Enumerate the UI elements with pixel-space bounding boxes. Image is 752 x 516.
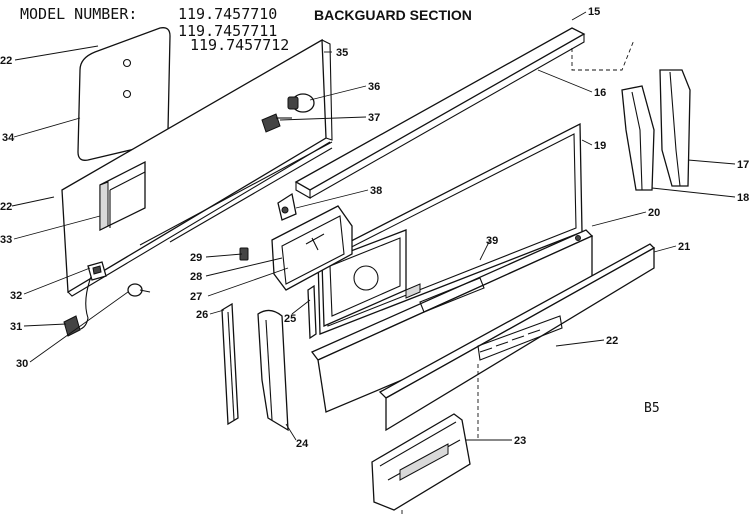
callout-15: 15 — [588, 6, 600, 18]
callout-37: 37 — [368, 112, 380, 124]
callout-22-right: 22 — [606, 335, 618, 347]
timer-module-part-28 — [271, 205, 353, 291]
callout-22-top: 22 — [0, 55, 12, 67]
leader-lines — [11, 11, 736, 441]
connector-part-30 — [127, 283, 151, 297]
callout-33: 33 — [0, 234, 12, 246]
end-strip-part-26 — [221, 302, 239, 426]
callout-38: 38 — [370, 185, 382, 197]
callout-26: 26 — [196, 309, 208, 321]
callout-29: 29 — [190, 252, 202, 264]
callout-22-left: 22 — [0, 201, 12, 213]
strip-part-25 — [307, 284, 317, 340]
switch-part-37 — [261, 113, 292, 133]
page-code: B5 — [644, 401, 660, 416]
trim-strip-part-21 — [378, 243, 656, 432]
callout-18: 18 — [737, 192, 749, 204]
callout-24: 24 — [296, 438, 309, 450]
callout-21: 21 — [678, 241, 690, 253]
callout-32: 32 — [10, 290, 22, 302]
model-number-2: 119.7457711 — [178, 22, 277, 40]
top-trim-part-16 — [294, 27, 586, 199]
lamp-socket-part-36 — [287, 93, 315, 113]
side-bracket-part-18 — [621, 85, 655, 191]
callout-27: 27 — [190, 291, 202, 303]
callout-19: 19 — [594, 140, 606, 152]
callout-25: 25 — [284, 313, 296, 325]
side-bracket-part-17 — [659, 69, 691, 187]
callout-36: 36 — [368, 81, 380, 93]
callout-31: 31 — [10, 321, 22, 333]
callout-28: 28 — [190, 271, 202, 283]
callout-34: 34 — [2, 132, 15, 144]
callout-39: 39 — [486, 235, 498, 247]
end-cap-part-24 — [257, 309, 289, 432]
power-cord-part-31 — [63, 273, 93, 337]
section-title: BACKGUARD SECTION — [314, 7, 472, 23]
callout-20: 20 — [648, 207, 660, 219]
callout-16: 16 — [594, 87, 606, 99]
handle-part-23 — [371, 413, 471, 511]
bracket-part-33 — [99, 160, 146, 232]
terminal-block-part-32 — [87, 261, 107, 281]
callout-30: 30 — [16, 358, 28, 370]
callout-23: 23 — [514, 435, 526, 447]
back-panel-part-35 — [61, 38, 333, 297]
bracket-part-38 — [277, 192, 297, 221]
model-number-label: MODEL NUMBER: — [20, 5, 137, 23]
callout-17: 17 — [737, 159, 749, 171]
control-panel-part-20 — [310, 229, 594, 413]
model-number-3: 119.7457712 — [190, 36, 289, 54]
callout-35: 35 — [336, 47, 348, 59]
model-number-1: 119.7457710 — [178, 5, 277, 23]
